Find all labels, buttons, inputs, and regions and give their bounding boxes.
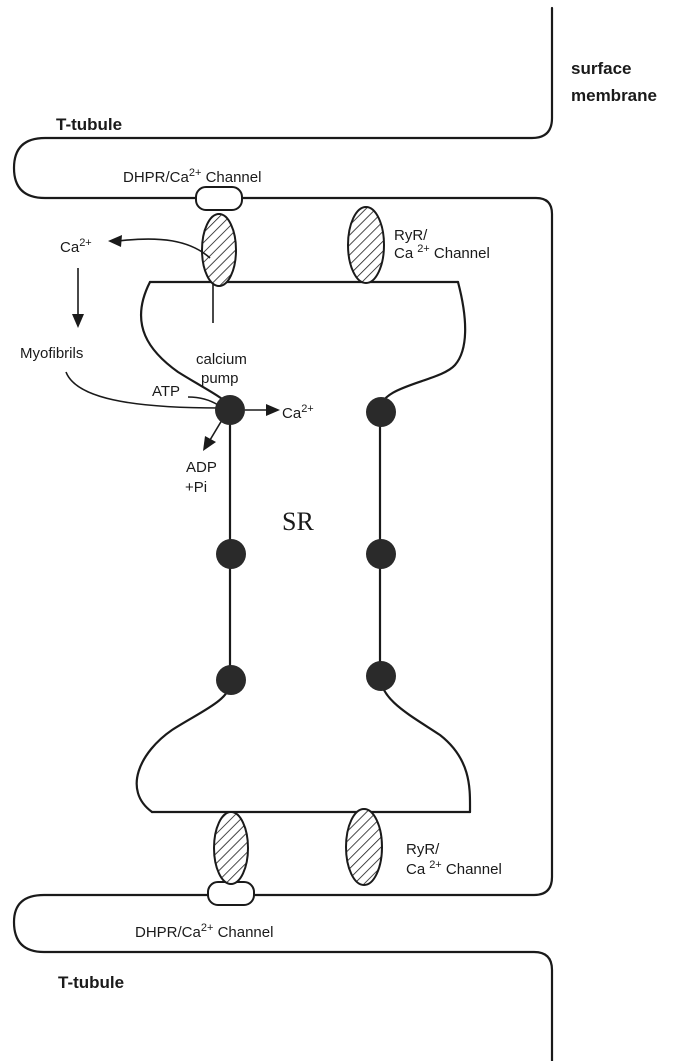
surface-label: surface: [571, 59, 631, 78]
pi-label: +Pi: [185, 479, 207, 496]
calcium-pump-right-2: [366, 539, 396, 569]
dhpr-channel-bottom: [207, 881, 255, 906]
dhpr-channel-top: [195, 186, 243, 211]
atp-label: ATP: [152, 383, 180, 400]
ryr-channel-bottom-right: [345, 808, 383, 886]
ca-uptake-arrowhead: [266, 404, 280, 416]
ca-to-myofibrils-arrowhead: [72, 314, 84, 328]
ca-release-label: Ca2+: [60, 237, 92, 256]
ryr-top-label-1: RyR/: [394, 227, 428, 244]
myofibrils-to-pump-arrow: [65, 371, 221, 409]
ryr-channel-bottom-left: [213, 811, 249, 885]
membrane-label: membrane: [571, 86, 657, 105]
ryr-channel-top-left: [201, 213, 237, 287]
t-tubule-top-label: T-tubule: [56, 115, 122, 134]
ryr-bottom-label-1: RyR/: [406, 841, 440, 858]
t-tubule-bottom-label: T-tubule: [58, 973, 124, 992]
surface-membrane-top: [12, 6, 554, 1061]
calcium-pump-right-1: [366, 397, 396, 427]
adp-arrowhead: [203, 436, 216, 451]
calcium-pump-left-1: [215, 395, 245, 425]
adp-arrow: [209, 419, 223, 441]
calcium-pump-label-1: calcium: [196, 351, 247, 368]
dhpr-bottom-label: DHPR/Ca2+ Channel: [135, 922, 273, 941]
adp-label: ADP: [186, 459, 217, 476]
ca-release-arrow: [117, 238, 211, 259]
calcium-pump-label-2: pump: [201, 370, 239, 387]
calcium-pump-left-3: [216, 665, 246, 695]
ryr-channel-top-right: [347, 206, 385, 284]
calcium-pump-left-2: [216, 539, 246, 569]
atp-line: [187, 396, 219, 406]
dhpr-top-label: DHPR/Ca2+ Channel: [123, 167, 261, 186]
sr-label: SR: [282, 507, 314, 536]
myofibrils-label: Myofibrils: [20, 345, 83, 362]
ca-release-arrowhead: [108, 235, 122, 247]
ca-uptake-label: Ca2+: [282, 403, 314, 422]
calcium-pump-right-3: [366, 661, 396, 691]
